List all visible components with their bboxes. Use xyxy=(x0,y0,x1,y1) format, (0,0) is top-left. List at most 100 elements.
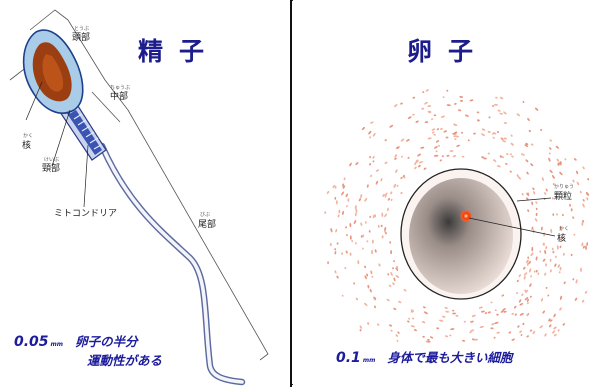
granule-dot xyxy=(557,264,561,268)
granule-dot xyxy=(525,159,529,163)
granule-dot xyxy=(341,294,344,297)
mitochondria-label: ミトコンドリア xyxy=(54,209,118,219)
egg-size-value: 0.1 xyxy=(336,350,361,366)
granule-dot xyxy=(575,279,578,284)
granule-dot xyxy=(559,266,562,271)
nucleus-label: 核 xyxy=(22,141,32,151)
neck-label-ruby: けいぶ xyxy=(44,157,60,163)
granule-dot xyxy=(487,130,491,133)
granule-dot xyxy=(345,205,348,208)
granule-dot xyxy=(372,160,375,163)
granule-dot xyxy=(524,144,529,147)
granule-dot xyxy=(470,320,474,323)
granule-dot xyxy=(508,331,512,334)
granule-dot xyxy=(559,226,562,231)
granule-dot xyxy=(424,121,429,124)
granule-dot xyxy=(390,272,393,276)
egg-size-unit: mm xyxy=(362,357,376,364)
granule-dot xyxy=(506,153,509,156)
granule-dot xyxy=(540,128,543,131)
granule-dot xyxy=(524,297,529,301)
granule-dot xyxy=(422,91,425,94)
granule-dot xyxy=(382,193,385,197)
granule-dot xyxy=(502,140,506,143)
granule-dot xyxy=(326,190,330,195)
granule-dot xyxy=(563,281,566,285)
granule-dot xyxy=(502,308,506,311)
neck-leader xyxy=(51,109,71,167)
granule-dot xyxy=(343,177,346,181)
granule-dot xyxy=(374,214,377,218)
granule-dot xyxy=(436,128,440,131)
granule-dot xyxy=(335,200,338,205)
granule-dot xyxy=(529,268,532,273)
granule-dot xyxy=(527,117,530,122)
granule-dot xyxy=(335,228,338,233)
granule-dot xyxy=(549,139,553,142)
granule-dot xyxy=(477,119,480,122)
granule-dot xyxy=(425,89,429,92)
granule-dot xyxy=(355,208,358,213)
granule-dot xyxy=(585,245,587,250)
granule-dot xyxy=(435,140,440,143)
granule-dot xyxy=(529,329,533,332)
granule-dot xyxy=(500,137,504,141)
granule-dot xyxy=(528,129,531,133)
granule-dot xyxy=(392,282,395,285)
granule-dot xyxy=(433,133,436,136)
granule-dot xyxy=(384,161,388,165)
granule-dot xyxy=(372,215,375,219)
granule-dot xyxy=(476,111,480,114)
granule-dot xyxy=(334,251,337,255)
granule-dot xyxy=(529,283,532,287)
granule-dot xyxy=(522,322,525,326)
granule-dot xyxy=(366,240,369,243)
granule-dot xyxy=(527,209,530,212)
tail-label-ruby: びぶ xyxy=(200,212,211,218)
granule-dot xyxy=(516,113,520,117)
granule-dot xyxy=(336,242,339,245)
granule-dot xyxy=(510,153,512,156)
granule-dot xyxy=(465,114,469,117)
granule-dot xyxy=(400,177,403,179)
granule-dot xyxy=(580,267,582,272)
granule-dot xyxy=(553,313,556,318)
granule-dot xyxy=(369,156,372,159)
granule-dot xyxy=(552,250,555,254)
granule-dot xyxy=(342,210,344,215)
granule-dot xyxy=(370,121,374,124)
granule-dot xyxy=(355,162,359,166)
granule-dot xyxy=(519,330,522,334)
granule-dot xyxy=(334,248,337,251)
granule-dot xyxy=(377,224,380,228)
granule-dot xyxy=(473,132,476,135)
granule-dot xyxy=(354,242,357,245)
granule-dot xyxy=(526,298,529,302)
granule-dot xyxy=(522,101,525,103)
granule-dot xyxy=(396,146,400,149)
granule-dot xyxy=(586,197,589,201)
granule-dot xyxy=(443,130,447,133)
granule-dot xyxy=(358,198,362,202)
granule-dot xyxy=(574,297,578,301)
granule-dot xyxy=(394,157,397,160)
granule-dot xyxy=(521,192,524,196)
granule-dot xyxy=(559,307,562,311)
granule-dot xyxy=(516,292,519,295)
granule-dot xyxy=(511,312,515,315)
granule-dot xyxy=(446,104,451,107)
granule-dot xyxy=(581,299,585,303)
granule-dot xyxy=(427,340,431,343)
granule-dot xyxy=(550,228,553,234)
granule-dot xyxy=(459,99,464,102)
granule-dot xyxy=(393,307,397,310)
egg-cytoplasm xyxy=(409,178,513,294)
granule-dot xyxy=(367,284,370,289)
granule-dot xyxy=(408,317,411,320)
granule-dot xyxy=(576,170,579,175)
granule-dot xyxy=(559,171,563,176)
granule-dot xyxy=(396,339,399,342)
granule-dot xyxy=(427,137,432,140)
